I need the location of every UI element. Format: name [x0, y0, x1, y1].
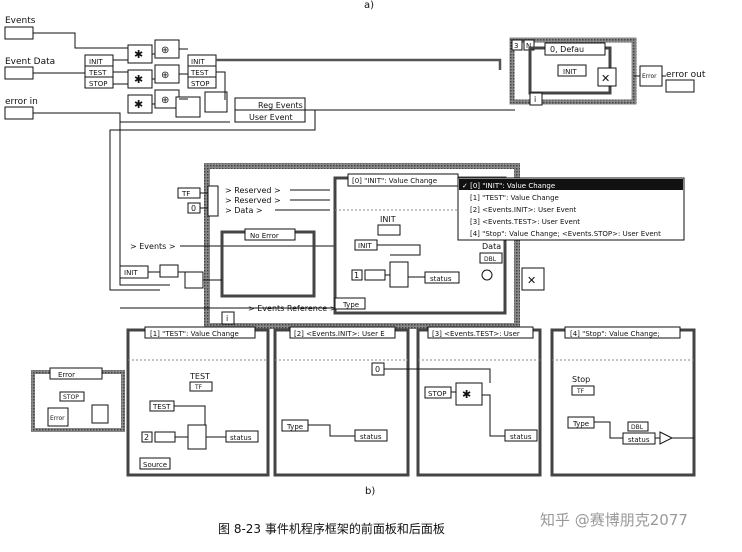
p4-label: Stop [572, 375, 590, 384]
register-node [205, 92, 227, 112]
cluster-item: INIT [191, 58, 205, 66]
tf-const: TF [181, 190, 190, 198]
cluster-wire [216, 60, 500, 70]
p1-case: [1] "TEST": Value Change [150, 330, 239, 338]
p3-const: 0 [375, 365, 380, 374]
init-case-label: [0] "INIT": Value Change [352, 177, 437, 185]
event-menu-item[interactable]: [3] <Events.TEST>: User Event [470, 218, 580, 226]
reg-events-label: Reg Events [258, 101, 303, 110]
event-menu-item[interactable]: ✓ [0] "INIT": Value Change [462, 182, 555, 190]
error-in-label: error in [5, 97, 38, 107]
top-right-loop: 3 N 0, Defau INIT ✕ i [512, 40, 634, 105]
p4-tf: TF [576, 388, 585, 395]
close-icon: ✕ [601, 72, 610, 85]
caption: 图 8-23 事件机程序框架的前面板和后面板 [218, 521, 445, 536]
error-case-label: Error [58, 371, 75, 379]
generate-node [185, 272, 203, 288]
data-arrow-label: > Data > [225, 206, 263, 215]
p3-stop: STOP [428, 390, 446, 398]
event-data-label: Event Data [5, 57, 55, 67]
cluster-constant: INIT TEST STOP [85, 55, 113, 88]
dbl2-const: DBL [631, 424, 644, 431]
panel-events-test: [3] <Events.TEST>: User 0 STOP ✱ status [372, 327, 540, 475]
error-out-label: error out [666, 70, 706, 80]
small-node [160, 265, 178, 277]
default-case-label: 0, Defau [550, 45, 584, 54]
i-label: i [534, 95, 536, 104]
bundle-cluster: INIT TEST STOP [188, 55, 216, 88]
stop-const: STOP [63, 394, 79, 401]
cluster-item: INIT [89, 58, 103, 66]
close-icon: ✕ [527, 274, 536, 287]
asterisk-icon: ✱ [134, 98, 143, 111]
p1-status: status [230, 434, 252, 442]
reserved1-label: > Reserved > [225, 186, 281, 195]
p1-one: 2 [144, 433, 149, 442]
asterisk-icon: ✱ [134, 73, 143, 86]
cluster-item: TEST [88, 69, 107, 77]
event-menu-item[interactable]: [1] "TEST": Value Change [470, 194, 559, 202]
event-menu-item[interactable]: [2] <Events.INIT>: User Event [470, 206, 577, 214]
panel-stop: [4] "Stop": Value Change; Stop TF Type D… [552, 327, 694, 475]
p1-const: TEST [152, 403, 171, 411]
init-const2: INIT [124, 269, 138, 277]
no-error-label: No Error [250, 232, 279, 240]
event-menu[interactable]: ✓ [0] "INIT": Value Change [1] "TEST": V… [458, 178, 684, 240]
p4-case: [4] "Stop": Value Change; [570, 330, 660, 338]
dbl-const: DBL [484, 256, 497, 263]
zero-const: 0 [191, 204, 196, 213]
bottom-marker: b) [365, 486, 375, 497]
event-data-terminal[interactable] [5, 67, 33, 79]
asterisk-icon: ✱ [462, 388, 471, 401]
p1-label: TEST [189, 372, 210, 381]
p2-case: [2] <Events.INIT>: User E [294, 330, 385, 338]
p4-type: Type [572, 420, 589, 428]
events-label: Events [5, 16, 36, 26]
p3-status: status [510, 433, 532, 441]
event-data-node [208, 186, 218, 216]
p4-status: status [628, 436, 650, 444]
error-node-text: Error [50, 415, 65, 422]
top-marker: a) [364, 0, 374, 11]
type-label: Type [342, 301, 359, 309]
no-error-case [222, 232, 314, 296]
p2-status: status [360, 433, 382, 441]
reg-events-node: Reg Events User Event [235, 98, 305, 122]
error-out-terminal[interactable] [666, 80, 694, 92]
panel-test: [1] "TEST": Value Change TEST TF TEST 2 … [128, 327, 268, 475]
event-icon: ⊕ [161, 45, 169, 56]
error-case-panel: Error STOP Error [33, 368, 123, 430]
error-in-terminal[interactable] [5, 107, 33, 119]
p1-source: Source [143, 461, 167, 469]
event-icon: ⊕ [161, 70, 169, 81]
events-arrow-label: > Events > [130, 242, 176, 251]
p2-type: Type [286, 423, 303, 431]
error-node-text: Error [642, 73, 657, 80]
event-menu-item[interactable]: [4] "Stop": Value Change; <Events.STOP>:… [470, 230, 661, 238]
cluster-item: STOP [191, 80, 209, 88]
asterisk-icon: ✱ [134, 48, 143, 61]
array-node [176, 97, 200, 117]
init2-label: INIT [563, 68, 577, 76]
cluster-item: STOP [89, 80, 107, 88]
i-label-loop: i [226, 314, 228, 323]
cluster-item: TEST [190, 69, 209, 77]
events-terminal[interactable] [5, 27, 33, 39]
user-event-label: User Event [249, 113, 293, 122]
p3-case: [3] <Events.TEST>: User [432, 330, 520, 338]
init-const: INIT [358, 242, 372, 250]
reserved2-label: > Reserved > [225, 196, 281, 205]
num3-label: 3 [514, 42, 518, 50]
panel-events-init: [2] <Events.INIT>: User E Type status [275, 327, 408, 475]
event-icon: ⊕ [161, 95, 169, 106]
status-label: status [430, 275, 452, 283]
watermark: 知乎 @赛博朋克2077 [540, 511, 688, 529]
data-label: Data [482, 242, 501, 251]
init-label: INIT [380, 215, 396, 224]
one-const: 1 [354, 271, 359, 280]
p1-tf: TF [194, 384, 203, 391]
